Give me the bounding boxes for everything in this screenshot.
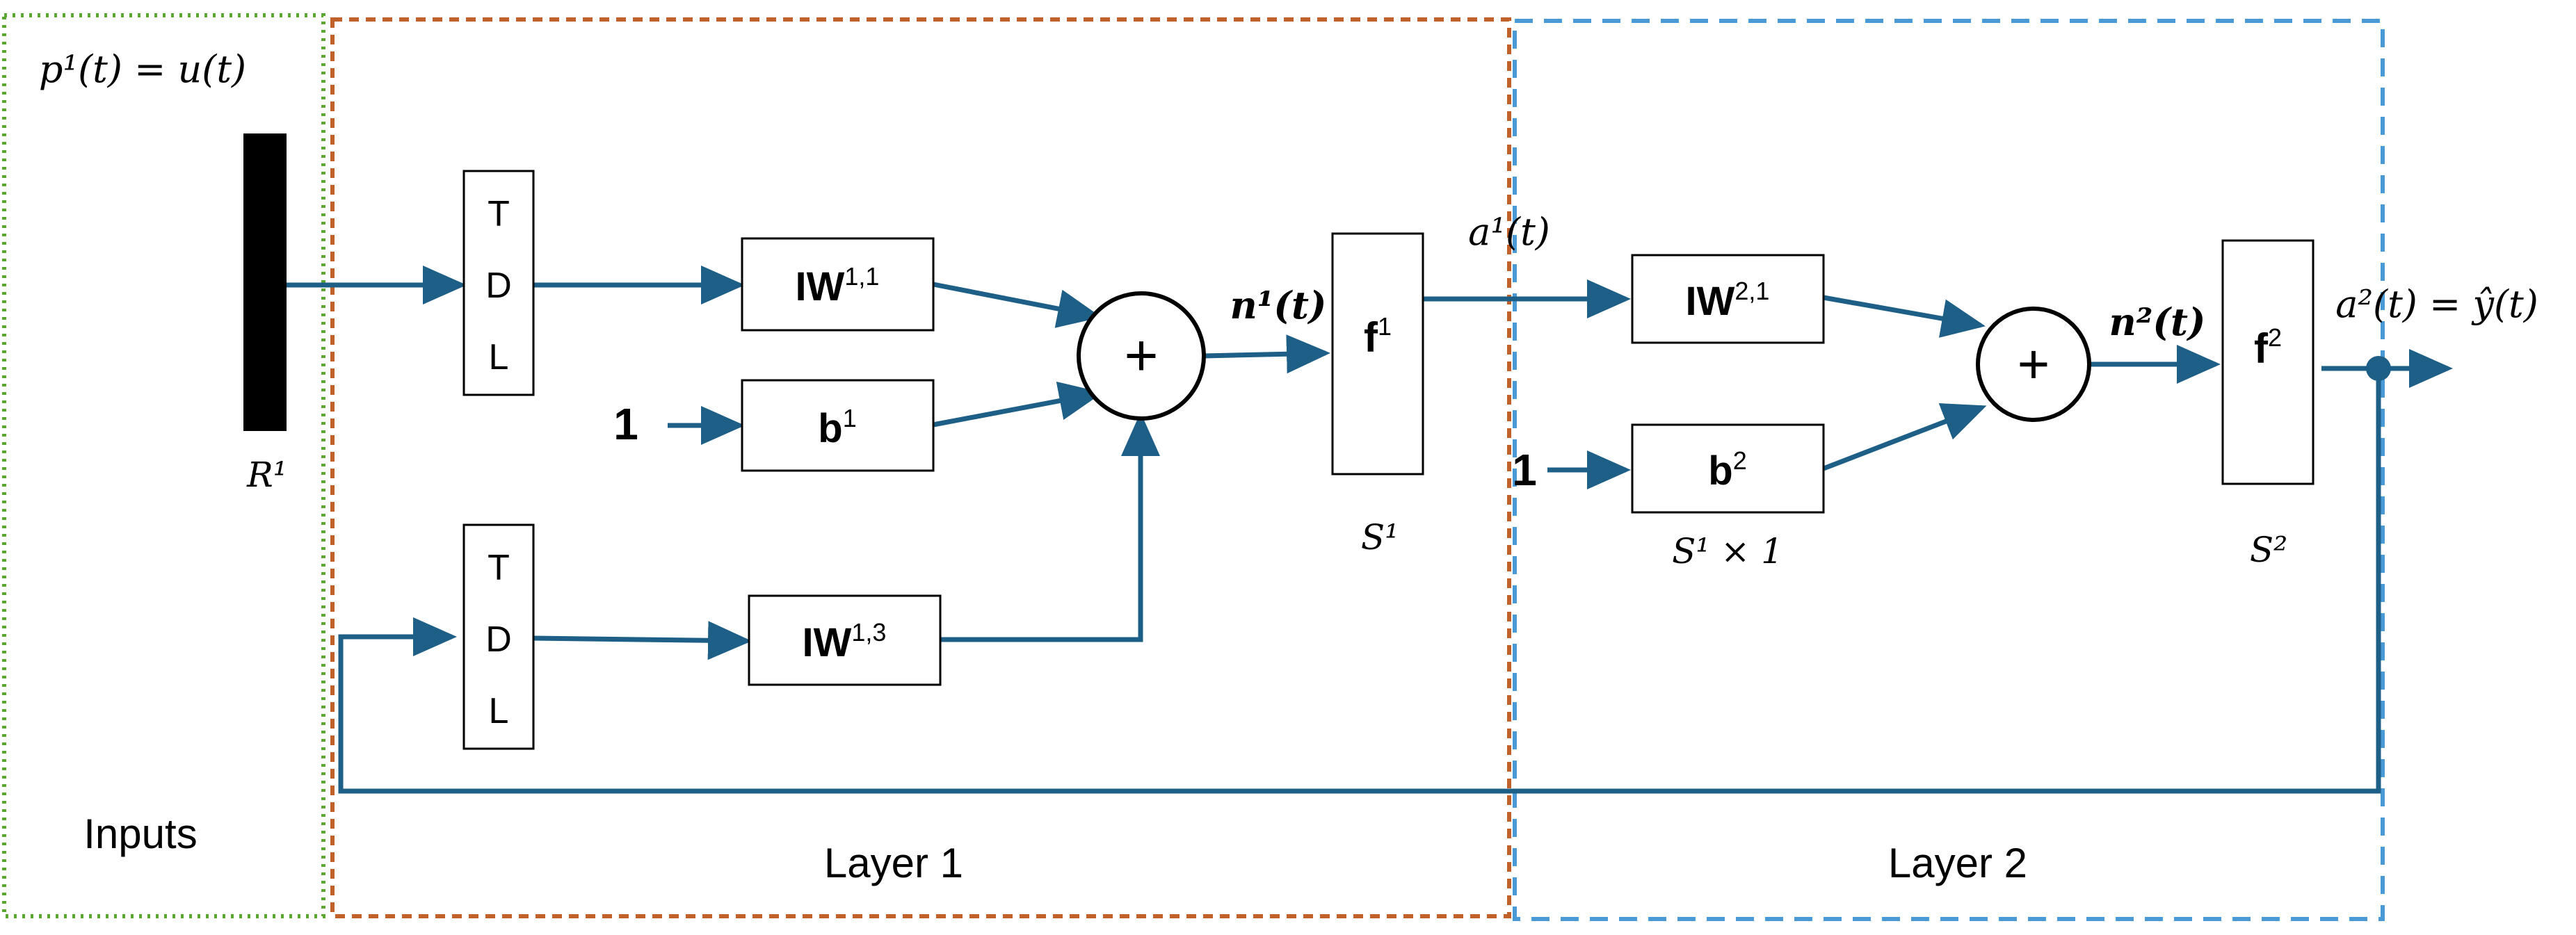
tdl2-letter-l: L xyxy=(489,691,509,731)
f2-label: f2 xyxy=(2254,323,2282,372)
wire-b1-to-sum1 xyxy=(933,381,1103,428)
b2-label: b2 xyxy=(1708,446,1746,494)
b1-box xyxy=(741,379,935,472)
layer1-label: Layer 1 xyxy=(824,840,963,886)
b2-box xyxy=(1631,423,1825,514)
tdl1-letter-d: D xyxy=(485,266,512,306)
input-size-label: R¹ xyxy=(246,455,287,495)
layer2-region xyxy=(1513,19,2385,921)
wire-tdl2-to-iw13 xyxy=(533,621,752,660)
inputs-label: Inputs xyxy=(83,811,197,857)
f1-label: f1 xyxy=(1364,312,1392,361)
iw11-label: IW1,1 xyxy=(796,262,880,309)
wire-iw11-to-sum1 xyxy=(933,282,1102,328)
a1-label: a¹(t) xyxy=(1468,210,1550,254)
inputs-region xyxy=(2,13,325,918)
iw21-label: IW2,1 xyxy=(1686,277,1770,324)
iw21-box xyxy=(1631,254,1825,344)
bias-one-l1: 1 xyxy=(613,399,638,449)
wire-sum1-to-f1 xyxy=(1202,334,1330,374)
wire-b2-to-sum2 xyxy=(1822,403,1987,471)
layer1-region xyxy=(330,17,1511,918)
wire-iw21-to-sum2 xyxy=(1823,295,1986,338)
sum-node-1-plus: + xyxy=(1124,323,1158,388)
input-eq-label: p¹(t) = u(t) xyxy=(39,47,246,91)
tdl-box-2 xyxy=(462,523,535,750)
layer2-label: Layer 2 xyxy=(1888,840,2027,886)
wire-feedback xyxy=(338,368,2381,794)
s1-label: S¹ xyxy=(1361,517,1399,558)
b1-label: b1 xyxy=(818,404,856,451)
f1-box xyxy=(1331,232,1424,475)
feedback-junction xyxy=(2366,356,2391,381)
sum-node-2 xyxy=(1976,307,2091,422)
s2-label: S² xyxy=(2250,530,2287,570)
tdl2-letter-d: D xyxy=(485,619,512,660)
iw11-box xyxy=(741,237,935,332)
iw13-box xyxy=(748,594,942,686)
n2-label: n²(t) xyxy=(2109,300,2206,344)
tdl1-letter-t: T xyxy=(488,194,510,234)
s1x1-label: S¹ × 1 xyxy=(1672,531,1783,571)
bias-one-l2: 1 xyxy=(1512,445,1537,495)
tdl1-letter-l: L xyxy=(489,337,509,377)
n1-label: n¹(t) xyxy=(1230,283,1327,327)
wire-iw13-to-sum1 xyxy=(940,412,1160,642)
iw13-label: IW1,3 xyxy=(803,618,887,665)
sum-node-1 xyxy=(1077,291,1206,421)
tdl2-letter-t: T xyxy=(488,548,510,588)
f2-box xyxy=(2221,239,2315,485)
input-vector-bar xyxy=(243,133,287,431)
output-eq-label: a²(t) = ŷ(t) xyxy=(2335,282,2538,326)
sum-node-2-plus: + xyxy=(2018,333,2050,395)
tdl-box-1 xyxy=(462,170,535,396)
